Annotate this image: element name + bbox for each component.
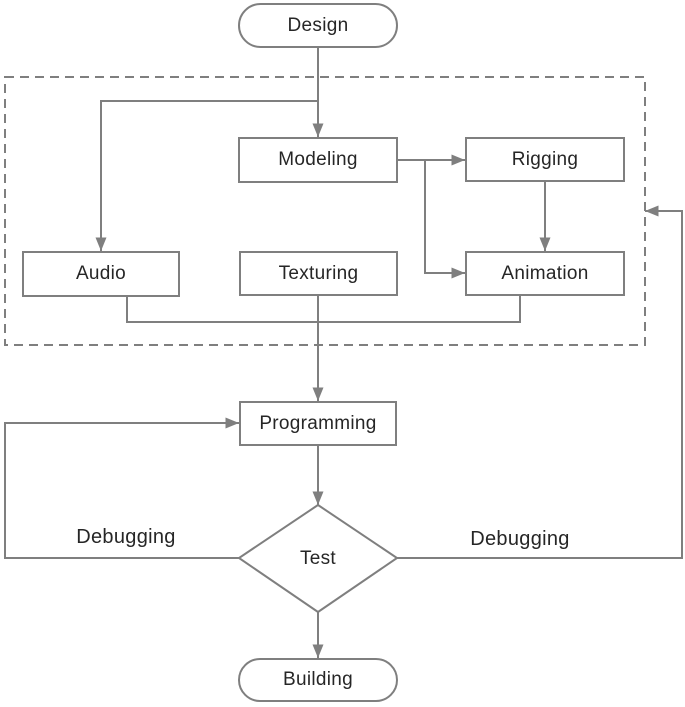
node-building-label: Building: [282, 669, 353, 690]
test-label-text: Test: [299, 547, 337, 569]
node-audio: Audio: [22, 251, 180, 297]
node-programming-label: Programming: [259, 412, 377, 434]
node-test-diamond: [237, 503, 399, 614]
node-modeling: Modeling: [238, 137, 398, 183]
debugging-right-text: Debugging: [470, 527, 570, 550]
node-texturing-label: Texturing: [278, 262, 359, 284]
node-rigging-label: Rigging: [511, 148, 579, 170]
node-texturing: Texturing: [239, 251, 398, 296]
edge-modeling-animation: [424, 160, 465, 279]
edge-label-debugging-left: Debugging: [46, 522, 206, 552]
edge-test-programming-debug-loop: [4, 417, 239, 559]
node-audio-label: Audio: [75, 263, 127, 284]
node-test-label: Test: [239, 505, 397, 612]
node-animation: Animation: [465, 251, 625, 296]
debugging-left-text: Debugging: [76, 525, 176, 548]
node-rigging: Rigging: [465, 137, 625, 182]
edge-label-debugging-right: Debugging: [440, 524, 600, 554]
edge-test-assetgroup-debug-loop: [397, 205, 683, 559]
node-animation-label: Animation: [501, 262, 589, 284]
node-design-label: Design: [287, 14, 349, 36]
edge-design-audio: [95, 100, 318, 251]
edge-audio-animation-collector: [126, 296, 521, 323]
node-modeling-label: Modeling: [278, 149, 358, 170]
node-design: Design: [238, 3, 398, 48]
node-programming: Programming: [239, 401, 397, 446]
node-building: Building: [238, 658, 398, 702]
